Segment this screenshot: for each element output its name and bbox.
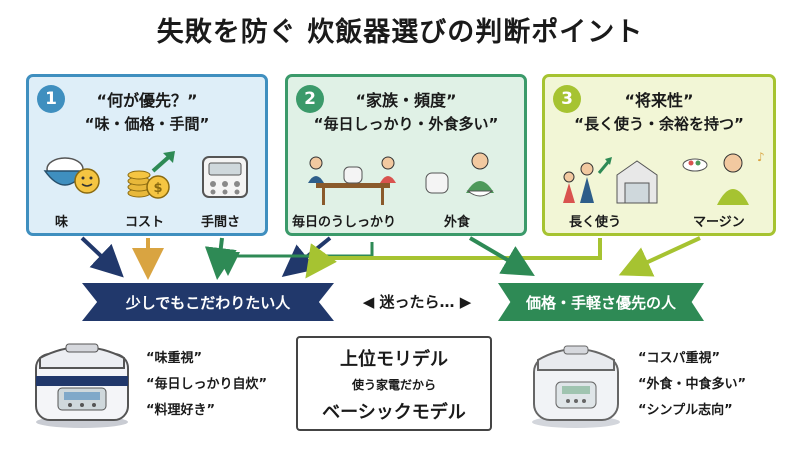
feature-item: “料理好き”	[146, 403, 216, 418]
premium-rice-cooker-icon	[35, 343, 129, 428]
ribbon-particular-user: 少しでもこだわりたい人	[82, 283, 334, 321]
panel-number-2: 2	[296, 85, 324, 113]
ribbon-price-first-user: 価格・手軽さ優先の人	[498, 283, 704, 321]
recommendation-line-3: ベーシックモデル	[322, 402, 466, 423]
panel-number-1: 1	[37, 85, 65, 113]
svg-text:♪: ♪	[757, 150, 765, 164]
panel-2-subtitle: “毎日しっかり・外食多い”	[313, 115, 499, 133]
eating-out-icon	[425, 152, 494, 197]
timer-icon	[202, 156, 248, 198]
recommendation-box: 上位モリデル 使う家電だから ベーシックモデル	[296, 336, 492, 431]
label-taste: 味	[55, 215, 69, 230]
feature-item: “味重視”	[146, 351, 203, 366]
right-features: “コスパ重視” “外食・中食多い” “シンプル志向”	[638, 346, 746, 424]
feature-item: “コスパ重視”	[638, 351, 721, 366]
label-margin: マージン	[693, 215, 745, 230]
panel-3-subtitle: “長く使う・余裕を持つ”	[574, 115, 744, 133]
panel-priority: 1 “何が優先？” “味・価格・手間” $ 味 コスト 手間さ	[26, 74, 268, 236]
arrow-daily-green-to-left	[216, 242, 374, 276]
label-cost: コスト	[125, 215, 165, 230]
arrow-eatingout-to-right	[468, 236, 535, 277]
left-features: “味重視” “毎日しっかり自炊” “料理好き”	[146, 346, 267, 424]
unsure-label: ◀ 迷ったら… ▶	[362, 293, 472, 311]
panel-2-question: “家族・頻度”	[355, 91, 457, 110]
arrow-taste-to-left	[80, 236, 124, 278]
recommendation-line-1: 上位モリデル	[340, 349, 448, 370]
page-title: 失敗を防ぐ 炊飯器選びの判断ポイント	[156, 17, 644, 48]
feature-item: “外食・中食多い”	[638, 377, 747, 392]
coins-icon: $	[127, 151, 175, 199]
label-long-use: 長く使う	[569, 215, 622, 230]
rice-bowl-icon	[43, 157, 100, 194]
panel-3-question: “将来性”	[624, 91, 694, 110]
panel-family: 2 “家族・頻度” “毎日しっかり・外食多い” 毎日のうしっかり 外食	[285, 74, 527, 236]
panel-1-question: “何が優先？”	[96, 91, 198, 110]
feature-item: “シンプル志向”	[638, 403, 733, 418]
arrow-longuse-to-left	[305, 238, 602, 279]
recommendation-line-2: 使う家電だから	[351, 378, 436, 392]
growing-family-icon	[563, 157, 658, 204]
family-dining-icon	[308, 156, 396, 205]
panel-1-subtitle: “味・価格・手間”	[84, 115, 210, 133]
panel-number-3: 3	[553, 85, 581, 113]
panel-future: 3 “将来性” “長く使う・余裕を持つ” ♪ 長く使う マージン	[542, 74, 776, 236]
happy-cook-icon: ♪	[682, 150, 765, 205]
label-effort: 手間さ	[201, 215, 241, 230]
label-daily-cooking: 毎日のうしっかり	[292, 215, 397, 230]
arrow-effort-to-left	[204, 237, 237, 280]
label-eating-out: 外食	[444, 215, 471, 230]
arrow-margin-to-right	[618, 236, 701, 277]
feature-item: “毎日しっかり自炊”	[146, 377, 268, 392]
svg-text:$: $	[153, 181, 162, 196]
basic-rice-cooker-icon	[532, 345, 620, 428]
